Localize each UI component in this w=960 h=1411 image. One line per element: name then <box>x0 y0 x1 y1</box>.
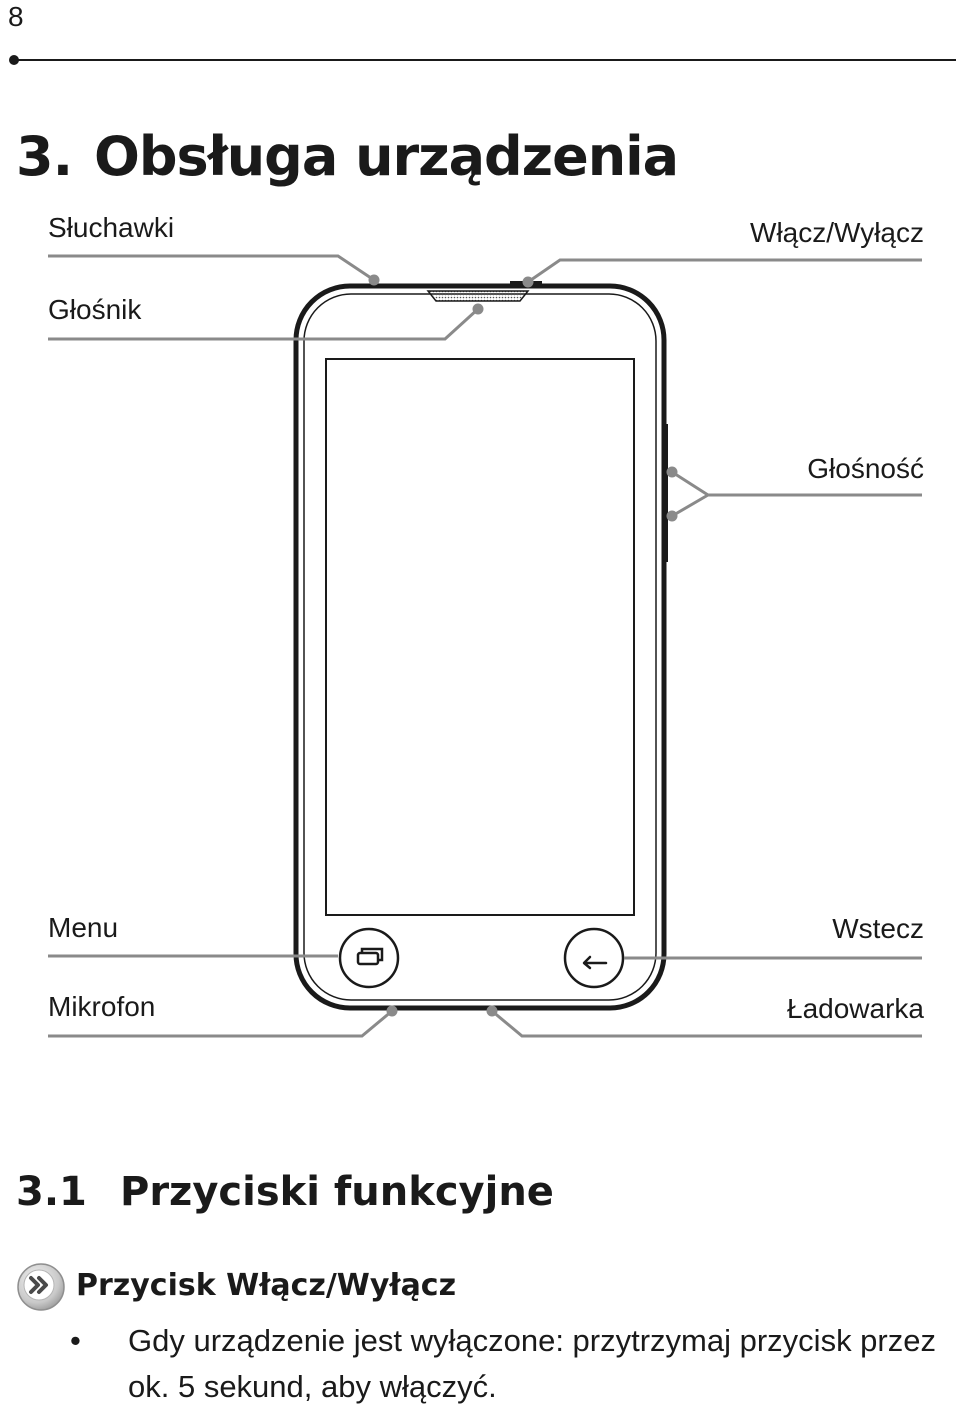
label-volume: Głośność <box>807 453 924 484</box>
label-charger: Ładowarka <box>787 993 924 1024</box>
leader-microphone <box>48 1009 393 1038</box>
label-power: Włącz/Wyłącz <box>750 217 924 248</box>
bullet-text: Gdy urządzenie jest wyłączone: przytrzym… <box>128 1323 936 1404</box>
volume-key <box>663 424 668 562</box>
label-headphones: Słuchawki <box>48 212 175 243</box>
list-item: • Gdy urządzenie jest wyłączone: przytrz… <box>0 1318 960 1410</box>
back-key <box>563 927 625 989</box>
label-menu: Menu <box>48 912 119 943</box>
leader-volume-lower <box>671 493 709 518</box>
chapter-title-text: Obsługa urządzenia <box>94 125 679 188</box>
subsection-title: Przycisk Włącz/Wyłącz <box>76 1268 457 1303</box>
back-key-icon <box>582 955 608 970</box>
earpiece-grille <box>426 290 530 302</box>
section-title-text: Przyciski funkcyjne <box>120 1169 554 1215</box>
label-back: Wstecz <box>832 913 924 944</box>
double-chevron-right-icon <box>17 1263 65 1311</box>
label-speaker: Głośnik <box>48 294 142 325</box>
bullet-list: • Gdy urządzenie jest wyłączone: przytrz… <box>0 1318 960 1410</box>
page-number: 8 <box>8 1 24 32</box>
chapter-number: 3. <box>16 125 73 188</box>
menu-key-icon <box>356 951 380 966</box>
leader-speaker <box>48 307 480 341</box>
leader-power <box>527 258 922 284</box>
label-microphone: Mikrofon <box>48 991 156 1022</box>
section-title: 3.1 Przyciski funkcyjne <box>16 1166 554 1218</box>
phone-screen <box>325 358 635 916</box>
leader-charger <box>491 1009 922 1038</box>
phone-illustration <box>48 254 922 1038</box>
device-diagram: Słuchawki Włącz/Wyłącz Głośnik Głośność … <box>0 200 960 1060</box>
leader-headphones <box>48 254 375 282</box>
chapter-title: 3. Obsługa urządzenia <box>16 122 679 192</box>
section-number: 3.1 <box>16 1169 87 1215</box>
menu-key <box>338 927 400 989</box>
bullet-marker: • <box>70 1323 81 1358</box>
header-rule <box>14 59 956 61</box>
